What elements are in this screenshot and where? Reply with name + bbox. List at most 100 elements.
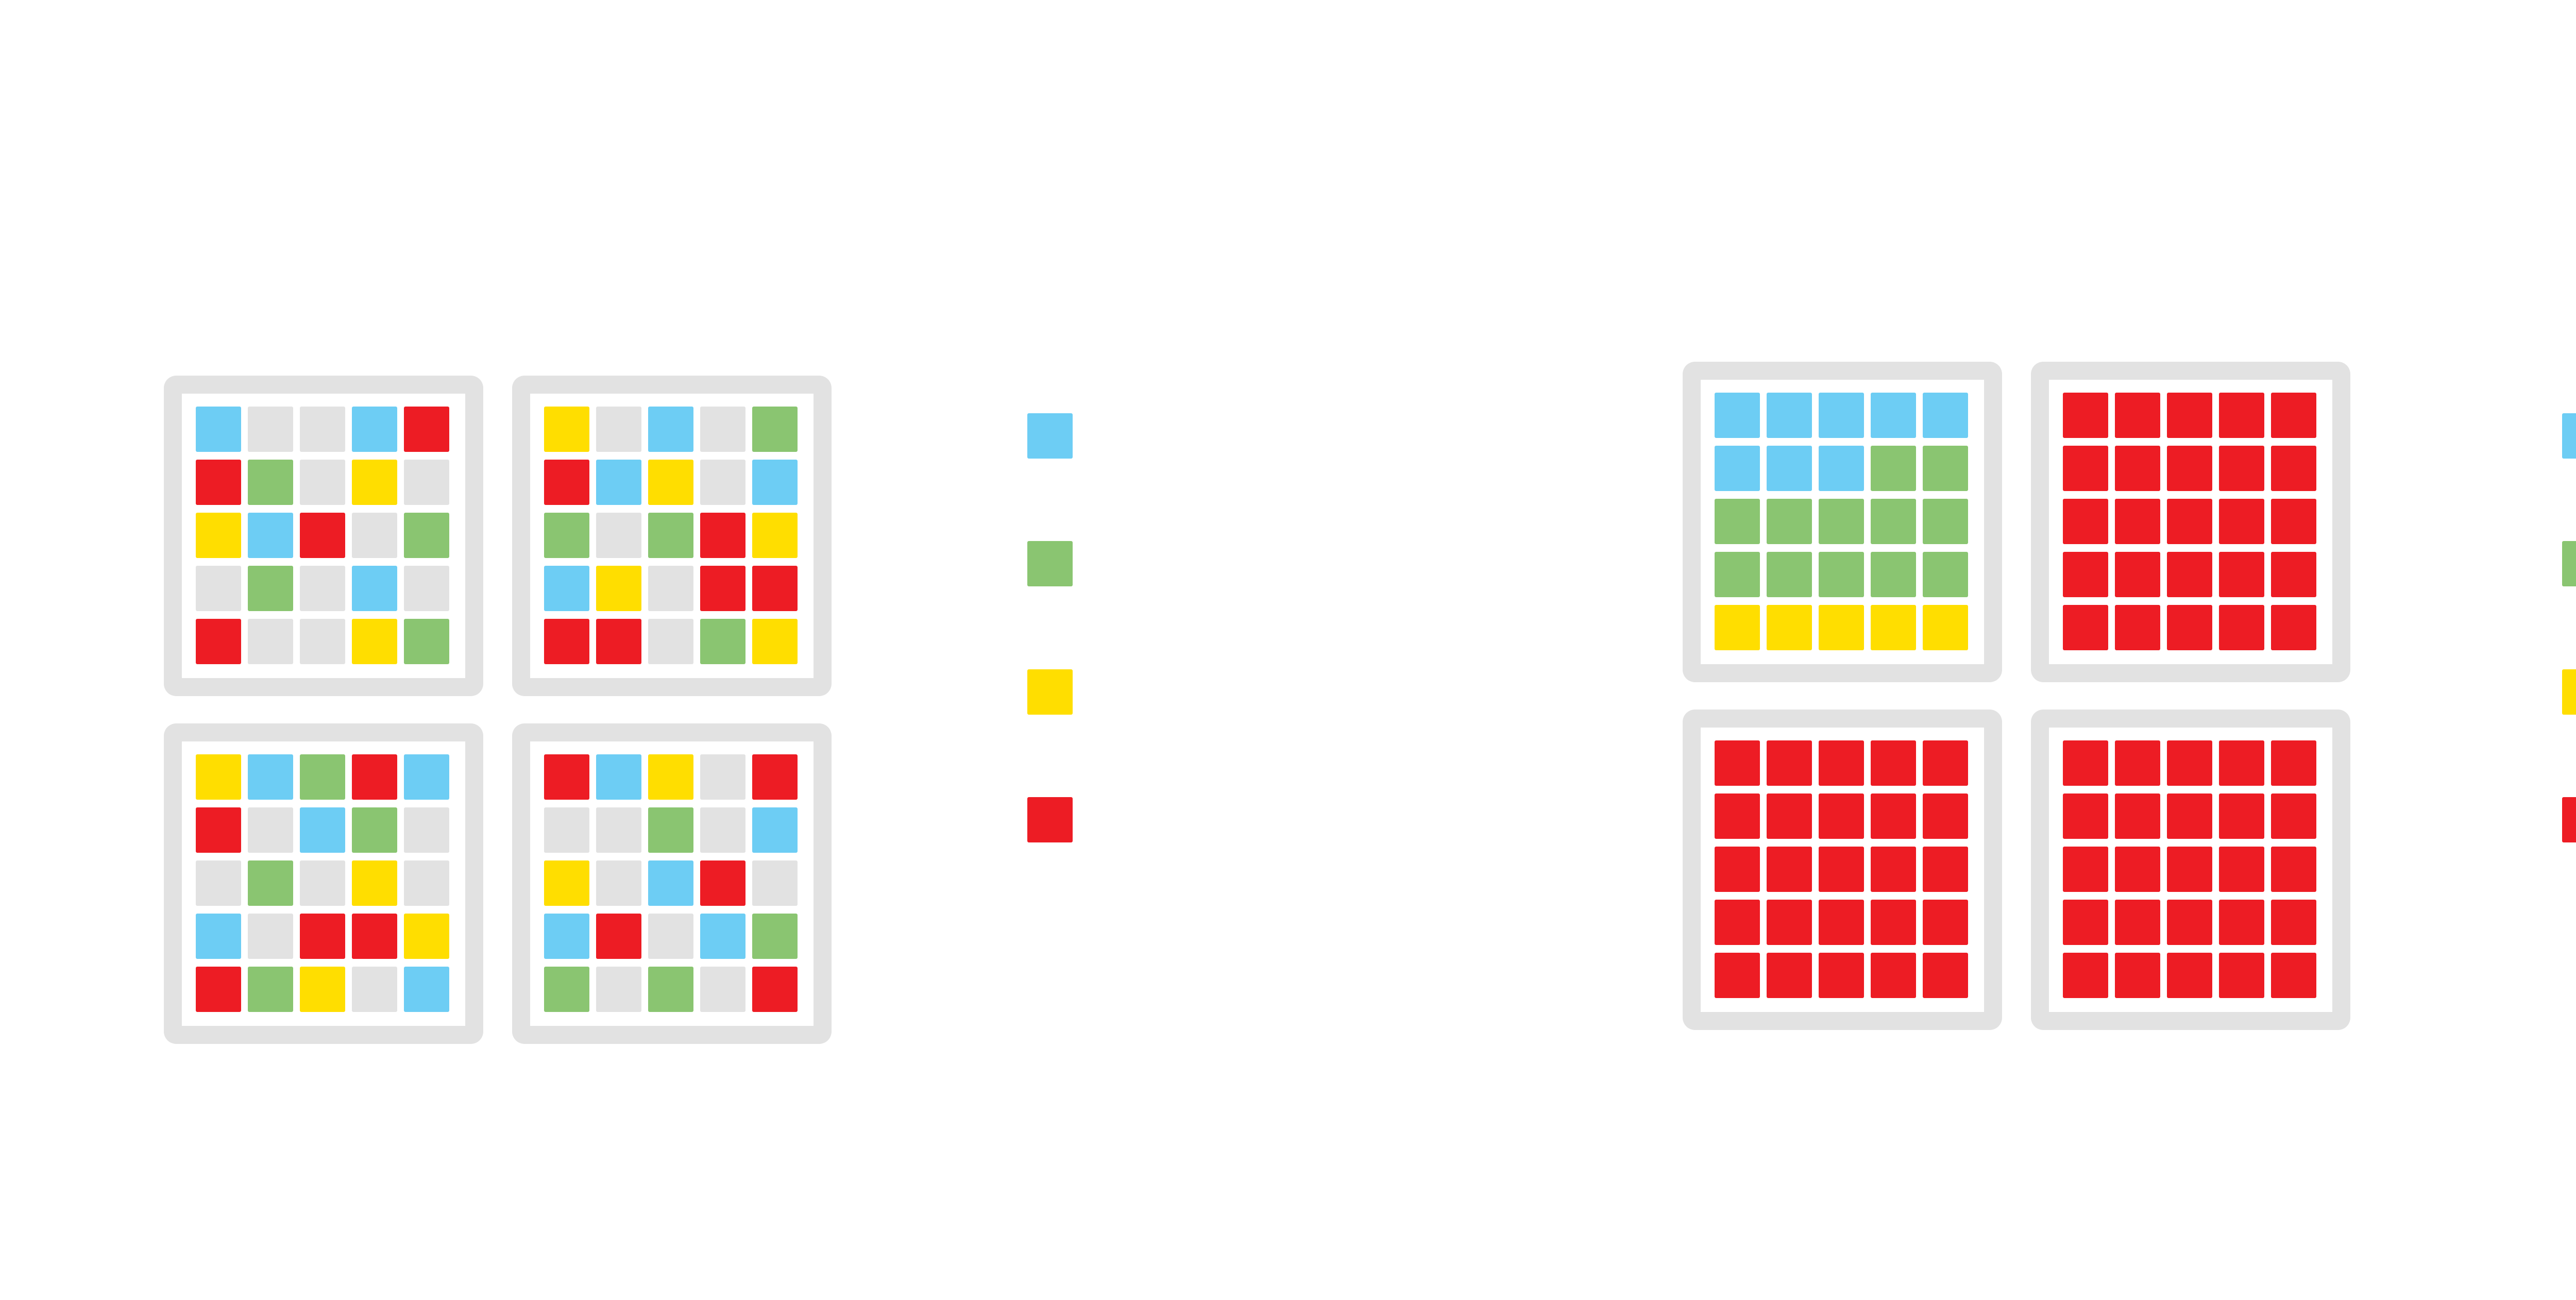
grid-cell-blue <box>700 914 745 959</box>
grid-cell-red <box>196 967 241 1012</box>
grid-cell-empty <box>596 407 641 452</box>
grid-cell-red <box>1819 740 1864 786</box>
grid-cell-green <box>1819 499 1864 544</box>
grid-cell-red <box>1923 740 1968 786</box>
grid-cell-empty <box>596 513 641 558</box>
grid-cell-green <box>248 967 293 1012</box>
grid-cell-red <box>1767 793 1812 839</box>
grid-cell-red <box>2167 953 2212 998</box>
grid-cell-green <box>1715 499 1760 544</box>
grid-cell-red <box>2219 605 2264 650</box>
grid-cell-red <box>2167 605 2212 650</box>
grid-cell-red <box>1715 740 1760 786</box>
grid-cell-red <box>1819 847 1864 892</box>
grid-cell-red <box>2167 552 2212 597</box>
grid-cell-red <box>2167 393 2212 438</box>
grid-cell-yellow <box>1819 605 1864 650</box>
grid-cell-red <box>752 967 798 1012</box>
grid-cell-red <box>404 407 449 452</box>
grid-cell-blue <box>404 967 449 1012</box>
legend-swatch-red <box>2562 797 2576 842</box>
grid-cell-red <box>2167 847 2212 892</box>
grid-cell-red <box>352 754 397 800</box>
grid-cell-blue <box>648 860 693 906</box>
grid-cell-empty <box>300 460 345 505</box>
grid-cell-red <box>2063 847 2108 892</box>
grid-cell-red <box>2115 393 2160 438</box>
grid-cell-red <box>2063 740 2108 786</box>
legend-swatch-yellow <box>2562 669 2576 715</box>
grid-cell-red <box>2219 499 2264 544</box>
grid-cell-red <box>700 513 745 558</box>
grid-cell-yellow <box>648 754 693 800</box>
grid-cell-red <box>596 914 641 959</box>
grid-cell-red <box>544 754 589 800</box>
grid-cell-red <box>300 914 345 959</box>
grid-cell-blue <box>544 566 589 611</box>
grid-cell-empty <box>700 807 745 853</box>
grid-cell-red <box>2271 953 2316 998</box>
grid-cell-red <box>2271 740 2316 786</box>
grid-cell-red <box>2115 552 2160 597</box>
grid-cell-yellow <box>544 407 589 452</box>
grid-cell-green <box>544 513 589 558</box>
grid-cell-red <box>2063 393 2108 438</box>
grid-cell-red <box>2115 605 2160 650</box>
grid-cell-green <box>1923 552 1968 597</box>
grid-cell-yellow <box>1923 605 1968 650</box>
grid-cell-empty <box>300 619 345 664</box>
grid-cell-red <box>1767 900 1812 945</box>
grid-cell-red <box>2115 793 2160 839</box>
grid-cell-green <box>1923 499 1968 544</box>
grid-cell-green <box>352 807 397 853</box>
grid-cell-blue <box>404 754 449 800</box>
grid-cell-green <box>248 460 293 505</box>
grid-cell-blue <box>1923 393 1968 438</box>
grid-cell-red <box>2271 499 2316 544</box>
grid-cell-red <box>196 460 241 505</box>
grid-cell-red <box>2115 953 2160 998</box>
grid-cell-empty <box>248 407 293 452</box>
grid-cell-empty <box>352 967 397 1012</box>
grid-cell-red <box>352 914 397 959</box>
grid-cell-yellow <box>752 513 798 558</box>
grid-cell-empty <box>404 860 449 906</box>
grid-cell-red <box>2115 900 2160 945</box>
grid-cell-green <box>1871 552 1916 597</box>
grid-cell-blue <box>1715 446 1760 491</box>
grid-cell-empty <box>404 460 449 505</box>
grid-cell-yellow <box>1871 605 1916 650</box>
grid-cell-empty <box>596 807 641 853</box>
grid-cell-yellow <box>404 914 449 959</box>
grid-cell-empty <box>752 860 798 906</box>
grid-cell-red <box>1871 900 1916 945</box>
grid-cell-empty <box>248 619 293 664</box>
grid-cell-red <box>1715 900 1760 945</box>
grid-cell-red <box>2063 605 2108 650</box>
grid-cell-empty <box>300 407 345 452</box>
grid-cell-yellow <box>352 619 397 664</box>
grid-cell-red <box>1871 740 1916 786</box>
grid-cell-red <box>300 513 345 558</box>
grid-cell-red <box>2063 499 2108 544</box>
grid-cell-red <box>196 619 241 664</box>
grid-cell-red <box>2219 552 2264 597</box>
grid-cell-red <box>2167 793 2212 839</box>
grid-cell-green <box>648 807 693 853</box>
grid-cell-red <box>2219 953 2264 998</box>
grid-cell-yellow <box>352 860 397 906</box>
grid-cell-red <box>2167 900 2212 945</box>
grid-cell-red <box>2219 793 2264 839</box>
grid-cell-red <box>700 860 745 906</box>
grid-cell-red <box>2219 446 2264 491</box>
grid-cell-red <box>1819 900 1864 945</box>
grid-cell-red <box>2271 605 2316 650</box>
grid-cell-red <box>544 460 589 505</box>
grid-cell-empty <box>700 407 745 452</box>
grid-cell-red <box>1923 900 1968 945</box>
grid-cell-blue <box>1871 393 1916 438</box>
grid-cell-red <box>2219 900 2264 945</box>
grid-cell-red <box>2115 446 2160 491</box>
grid-cell-red <box>2167 446 2212 491</box>
grid-cell-empty <box>700 460 745 505</box>
